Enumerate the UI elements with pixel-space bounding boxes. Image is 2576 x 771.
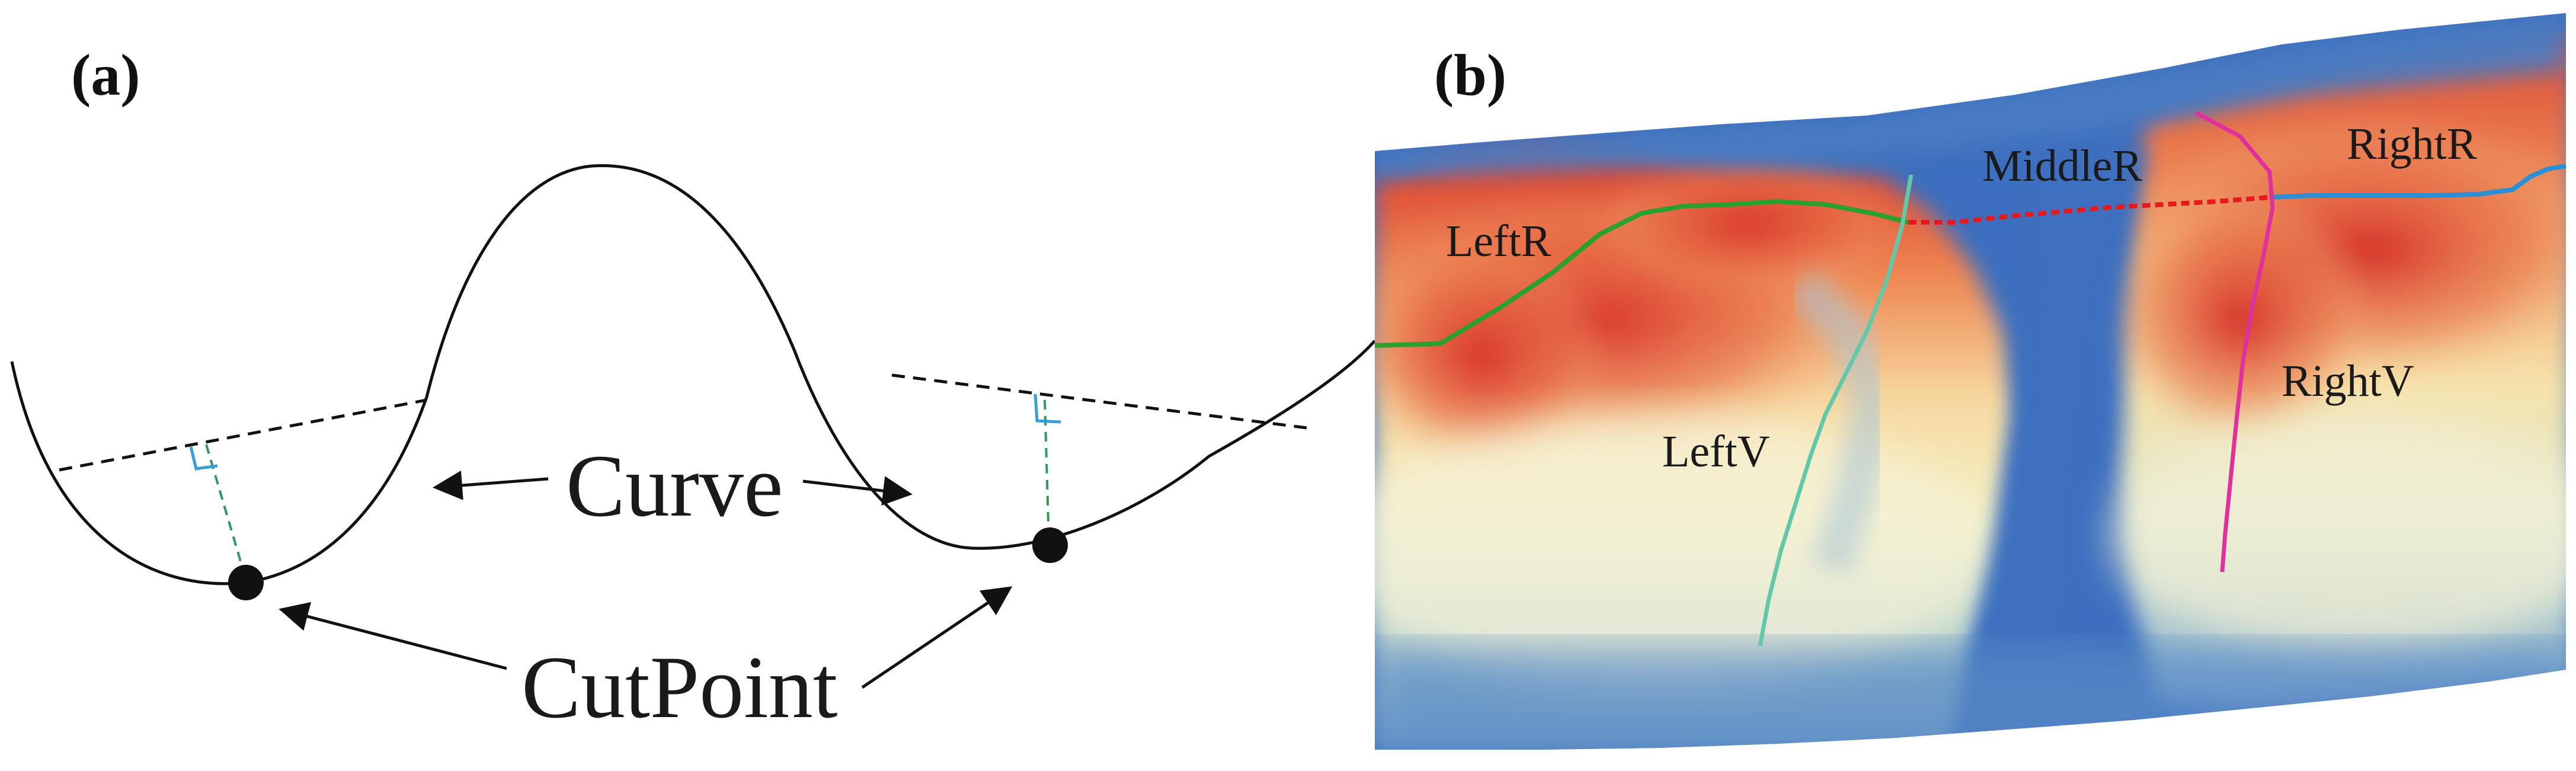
right-valley-label: RightV [2281,356,2414,406]
panel-b-label: (b) [1434,42,1506,108]
right-ridge-label: RightR [2347,119,2477,169]
middle-ridge-label: MiddleR [1982,141,2143,191]
curve-arrow-right [802,476,913,506]
left-chord [59,398,427,472]
panel-b: (b) [1374,13,2567,750]
left-valley-label: LeftV [1662,427,1770,476]
middle-ridge-line [1908,195,2270,225]
left-perpendicular [205,444,247,580]
left-ridge-line [1374,199,1909,348]
panel-a: (a) Curve CutPoint [10,42,1376,737]
left-cutpoint-dot [228,565,264,600]
cutpoint-arrow-left [279,602,507,670]
panel-a-label: (a) [71,42,140,108]
curve-label: Curve [566,437,783,535]
cutpoint-label: CutPoint [521,638,838,737]
left-ridge-label: LeftR [1446,216,1551,266]
left-valley-line [1758,174,1913,647]
left-right-angle-mark [189,446,218,471]
right-cutpoint-dot [1032,527,1068,563]
right-perpendicular [1044,399,1050,545]
right-right-angle-mark [1033,394,1061,424]
curve-arrow-left [433,471,549,500]
right-ridge-line [2269,164,2567,200]
right-valley-line [2194,110,2275,572]
right-chord [891,373,1307,430]
cutpoint-arrow-right [861,586,1013,689]
